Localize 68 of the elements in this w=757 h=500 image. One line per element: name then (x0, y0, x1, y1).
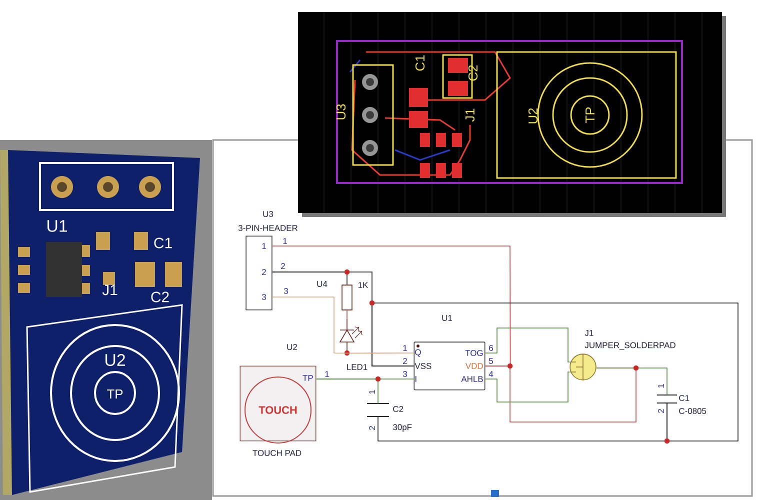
pin-number: 3 (262, 294, 266, 300)
touch-pad-box (240, 366, 316, 444)
silkscreen-label: U3 (336, 104, 346, 120)
wire (484, 372, 570, 402)
pin-name: VSS (414, 363, 432, 369)
pin-name: AHLB (461, 376, 483, 382)
wire (378, 402, 668, 442)
silkscreen-label: J1 (466, 108, 475, 122)
pin-number: 4 (488, 371, 494, 377)
wire (272, 246, 511, 366)
pin-number: 1 (325, 371, 329, 377)
pin-number: 6 (489, 345, 493, 351)
pin-number: 1 (262, 243, 266, 249)
pin-name: TOG (465, 350, 483, 356)
wire (316, 378, 378, 404)
pin-number: 2 (262, 269, 266, 275)
silkscreen-label: J1 (102, 284, 118, 296)
silkscreen-label: TP (107, 390, 123, 398)
wire (484, 328, 570, 362)
part-value: C-0805 (679, 408, 706, 414)
wire (596, 368, 668, 396)
part-label: U3 (263, 211, 274, 217)
pin-name: VDD (465, 363, 483, 369)
part-label: C1 (679, 395, 690, 401)
part-label: 3-PIN-HEADER (238, 225, 298, 231)
pin-number: 3 (402, 371, 407, 377)
silkscreen-label: U1 (48, 220, 67, 232)
capacitor-symbol (656, 394, 678, 404)
wire (346, 310, 348, 320)
wire (272, 296, 348, 354)
pin-name: Q (415, 349, 421, 357)
pin-number: 1 (369, 390, 375, 394)
pin-number: 2 (658, 409, 664, 413)
pin-number: 2 (403, 358, 407, 364)
touch-label: TOUCH (258, 406, 297, 414)
part-value: 1K (358, 282, 368, 288)
pin-name: TP (302, 375, 313, 381)
wire (372, 302, 738, 442)
resistor-symbol (342, 284, 352, 310)
jumper-symbol (570, 354, 596, 380)
capacitor-symbol (366, 403, 390, 417)
pin-number: 2 (369, 426, 375, 430)
part-label: U4 (317, 281, 328, 287)
silkscreen-label: C1 (415, 55, 425, 71)
ic-box (414, 342, 486, 390)
part-label: U2 (287, 344, 297, 350)
led-symbol (340, 318, 362, 356)
pin-number: 2 (281, 263, 285, 269)
pin-number: 1 (283, 238, 287, 244)
pin-number: 1 (403, 345, 407, 351)
part-value: 30pF (393, 424, 412, 432)
pin-number: 5 (489, 358, 493, 364)
silkscreen-label: C1 (154, 238, 172, 248)
silkscreen-label: U2 (528, 108, 538, 124)
part-label: JUMPER_SOLDERPAD (584, 342, 676, 350)
part-label: C2 (393, 406, 404, 412)
silkscreen-label: TP (586, 107, 594, 123)
part-label: TOUCH PAD (252, 450, 302, 456)
wire (346, 352, 414, 354)
header-box (246, 236, 272, 310)
part-label: LED1 (347, 364, 368, 370)
part-label: U1 (442, 315, 452, 321)
silkscreen-label: U2 (106, 354, 125, 366)
pin-number: 1 (658, 384, 664, 388)
part-label: J1 (584, 330, 594, 336)
pin-name: I (415, 376, 416, 382)
silkscreen-label: C2 (151, 292, 169, 302)
pin-number: 3 (284, 288, 288, 294)
